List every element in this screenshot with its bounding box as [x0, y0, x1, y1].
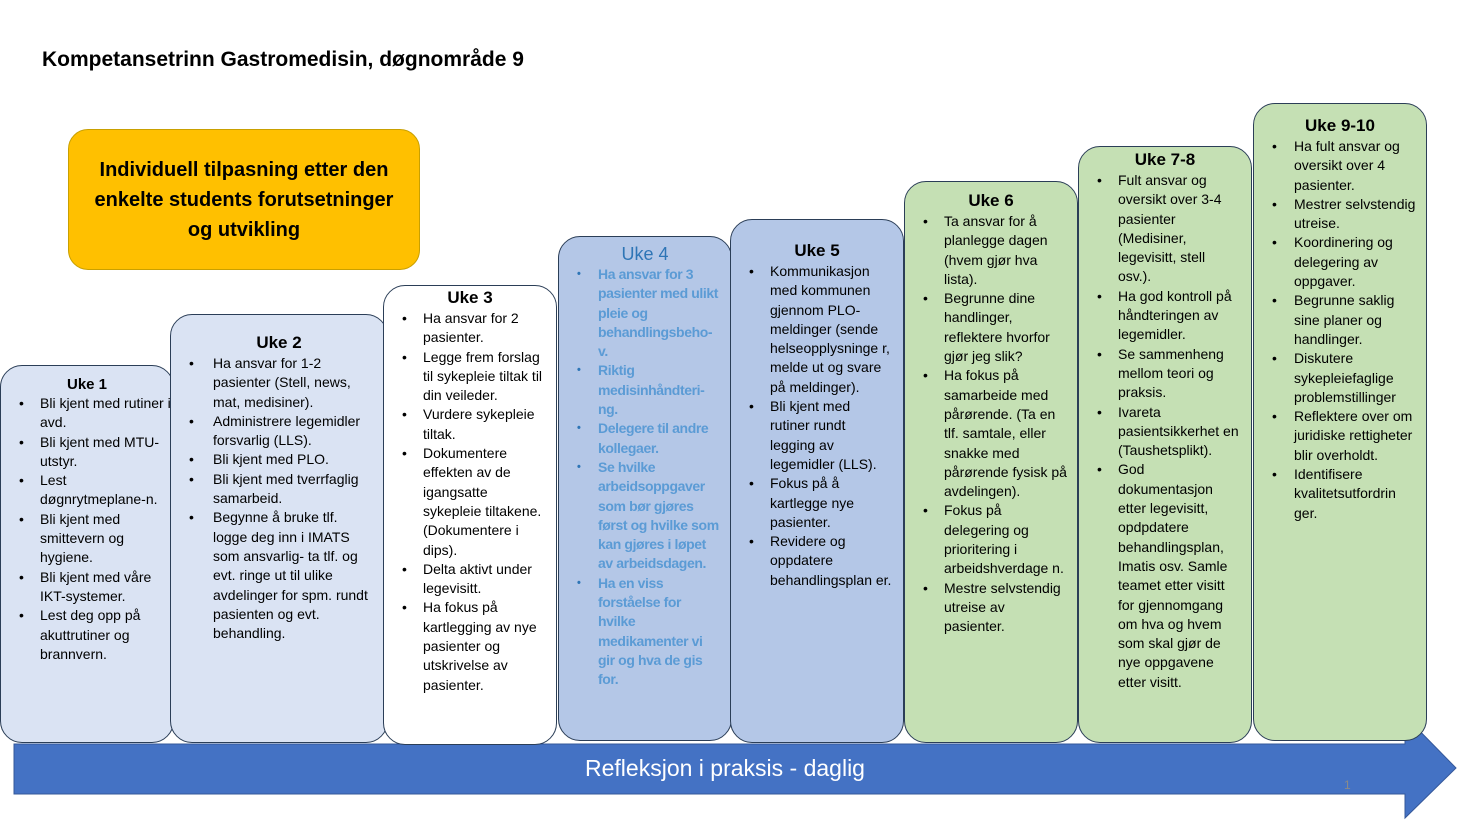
list-item: Begrunne saklig sine planer og handlinge… — [1254, 291, 1416, 349]
list-item: Kommunikasjon med kommunen gjennom PLO-m… — [731, 262, 893, 397]
list-item: Se hvilke arbeidsoppgaver som bør gjøres… — [559, 458, 721, 574]
list-item: Fokus på å kartlegge nye pasienter. — [731, 474, 893, 532]
step-week-6: Uke 6 Ta ansvar for å planlegge dagen (h… — [904, 181, 1078, 743]
page-title: Kompetansetrinn Gastromedisin, døgnområd… — [42, 48, 524, 71]
list-item: Ha ansvar for 2 pasienter. — [384, 309, 546, 348]
list-item: Legge frem forslag til sykepleie tiltak … — [384, 348, 546, 406]
step-list: Ha fult ansvar og oversikt over 4 pasien… — [1254, 137, 1426, 523]
list-item: Bli kjent med smittevern og hygiene. — [1, 510, 173, 568]
step-title: Uke 9-10 — [1305, 116, 1375, 135]
step-week-5: Uke 5 Kommunikasjon med kommunen gjennom… — [730, 219, 904, 743]
list-item: Riktig medisinhåndteri-ng. — [559, 361, 721, 419]
arrow-label: Refleksjon i praksis - daglig — [585, 755, 865, 781]
list-item: Vurdere sykepleie tiltak. — [384, 405, 546, 444]
list-item: Ivareta pasientsikkerhet en (Taushetspli… — [1079, 403, 1241, 461]
list-item: Fult ansvar og oversikt over 3-4 pasient… — [1079, 171, 1241, 287]
list-item: Administrere legemidler forsvarlig (LLS)… — [171, 412, 375, 451]
list-item: Diskutere sykepleiefaglige problemstilli… — [1254, 349, 1416, 407]
step-list: Fult ansvar og oversikt over 3-4 pasient… — [1079, 171, 1251, 692]
list-item: Ha ansvar for 3 pasienter med ulikt plei… — [559, 265, 721, 361]
step-week-2: Uke 2 Ha ansvar for 1-2 pasienter (Stell… — [170, 314, 388, 743]
list-item: Mestre selvstendig utreise av pasienter. — [905, 579, 1067, 637]
list-item: Fokus på delegering og prioritering i ar… — [905, 501, 1067, 578]
step-list: Ha ansvar for 1-2 pasienter (Stell, news… — [171, 354, 387, 643]
list-item: Koordinering og delegering av oppgaver. — [1254, 233, 1416, 291]
step-title: Uke 5 — [794, 241, 840, 260]
list-item: Mestrer selvstendig utreise. — [1254, 195, 1416, 234]
step-week-4: Uke 4 Ha ansvar for 3 pasienter med ulik… — [558, 236, 732, 741]
step-week-3: Uke 3 Ha ansvar for 2 pasienter. Legge f… — [383, 285, 557, 745]
step-list: Ha ansvar for 3 pasienter med ulikt plei… — [559, 265, 731, 690]
list-item: Ha fokus på samarbeide med pårørende. (T… — [905, 366, 1067, 501]
list-item: Bli kjent med tverrfaglig samarbeid. — [171, 470, 375, 509]
list-item: Ta ansvar for å planlegge dagen (hvem gj… — [905, 212, 1067, 289]
list-item: Begrunne dine handlinger, reflektere hvo… — [905, 289, 1067, 366]
list-item: Delegere til andre kollegaer. — [559, 419, 721, 458]
list-item: Identifisere kvalitetsutfordrin ger. — [1254, 465, 1416, 523]
list-item: Bli kjent med rutiner i avd. — [1, 394, 173, 433]
step-title: Uke 4 — [621, 244, 669, 264]
list-item: Ha fokus på kartlegging av nye pasienter… — [384, 598, 546, 694]
list-item: Bli kjent med rutiner rundt legging av l… — [731, 397, 893, 474]
list-item: Ha god kontroll på håndteringen av legem… — [1079, 287, 1241, 345]
list-item: Delta aktivt under legevisitt. — [384, 560, 546, 599]
list-item: Lest døgnrytmeplane-n. — [1, 471, 173, 510]
list-item: Bli kjent med PLO. — [171, 450, 375, 470]
list-item: Bli kjent med MTU- utstyr. — [1, 433, 173, 472]
list-item: Revidere og oppdatere behandlingsplan er… — [731, 532, 893, 590]
list-item: Lest deg opp på akuttrutiner og brannver… — [1, 606, 173, 664]
step-title: Uke 1 — [66, 376, 108, 393]
step-week-9-10: Uke 9-10 Ha fult ansvar og oversikt over… — [1253, 103, 1427, 741]
step-title: Uke 2 — [256, 333, 302, 352]
step-week-1: Uke 1 Bli kjent med rutiner i avd. Bli k… — [0, 365, 174, 743]
list-item: Begynne å bruke tlf. logge deg inn i IMA… — [171, 508, 375, 643]
list-item: Se sammenheng mellom teori og praksis. — [1079, 345, 1241, 403]
list-item: Ha en viss forståelse for hvilke medikam… — [559, 574, 721, 690]
list-item: Ha fult ansvar og oversikt over 4 pasien… — [1254, 137, 1416, 195]
step-title: Uke 7-8 — [1134, 150, 1196, 169]
step-list: Kommunikasjon med kommunen gjennom PLO-m… — [731, 262, 903, 590]
step-title: Uke 6 — [968, 191, 1014, 210]
list-item: God dokumentasjon etter legevisitt, opdp… — [1079, 460, 1241, 692]
step-list: Bli kjent med rutiner i avd. Bli kjent m… — [1, 394, 173, 664]
individual-adaptation-note: Individuell tilpasning etter den enkelte… — [68, 129, 420, 270]
slide-number: 1 — [1344, 778, 1351, 792]
step-list: Ha ansvar for 2 pasienter. Legge frem fo… — [384, 309, 556, 695]
list-item: Bli kjent med våre IKT-systemer. — [1, 568, 173, 607]
step-list: Ta ansvar for å planlegge dagen (hvem gj… — [905, 212, 1077, 637]
step-title: Uke 3 — [447, 288, 493, 307]
step-week-7-8: Uke 7-8 Fult ansvar og oversikt over 3-4… — [1078, 146, 1252, 743]
list-item: Dokumentere effekten av de igangsatte sy… — [384, 444, 546, 560]
list-item: Ha ansvar for 1-2 pasienter (Stell, news… — [171, 354, 375, 412]
list-item: Reflektere over om juridiske rettigheter… — [1254, 407, 1416, 465]
